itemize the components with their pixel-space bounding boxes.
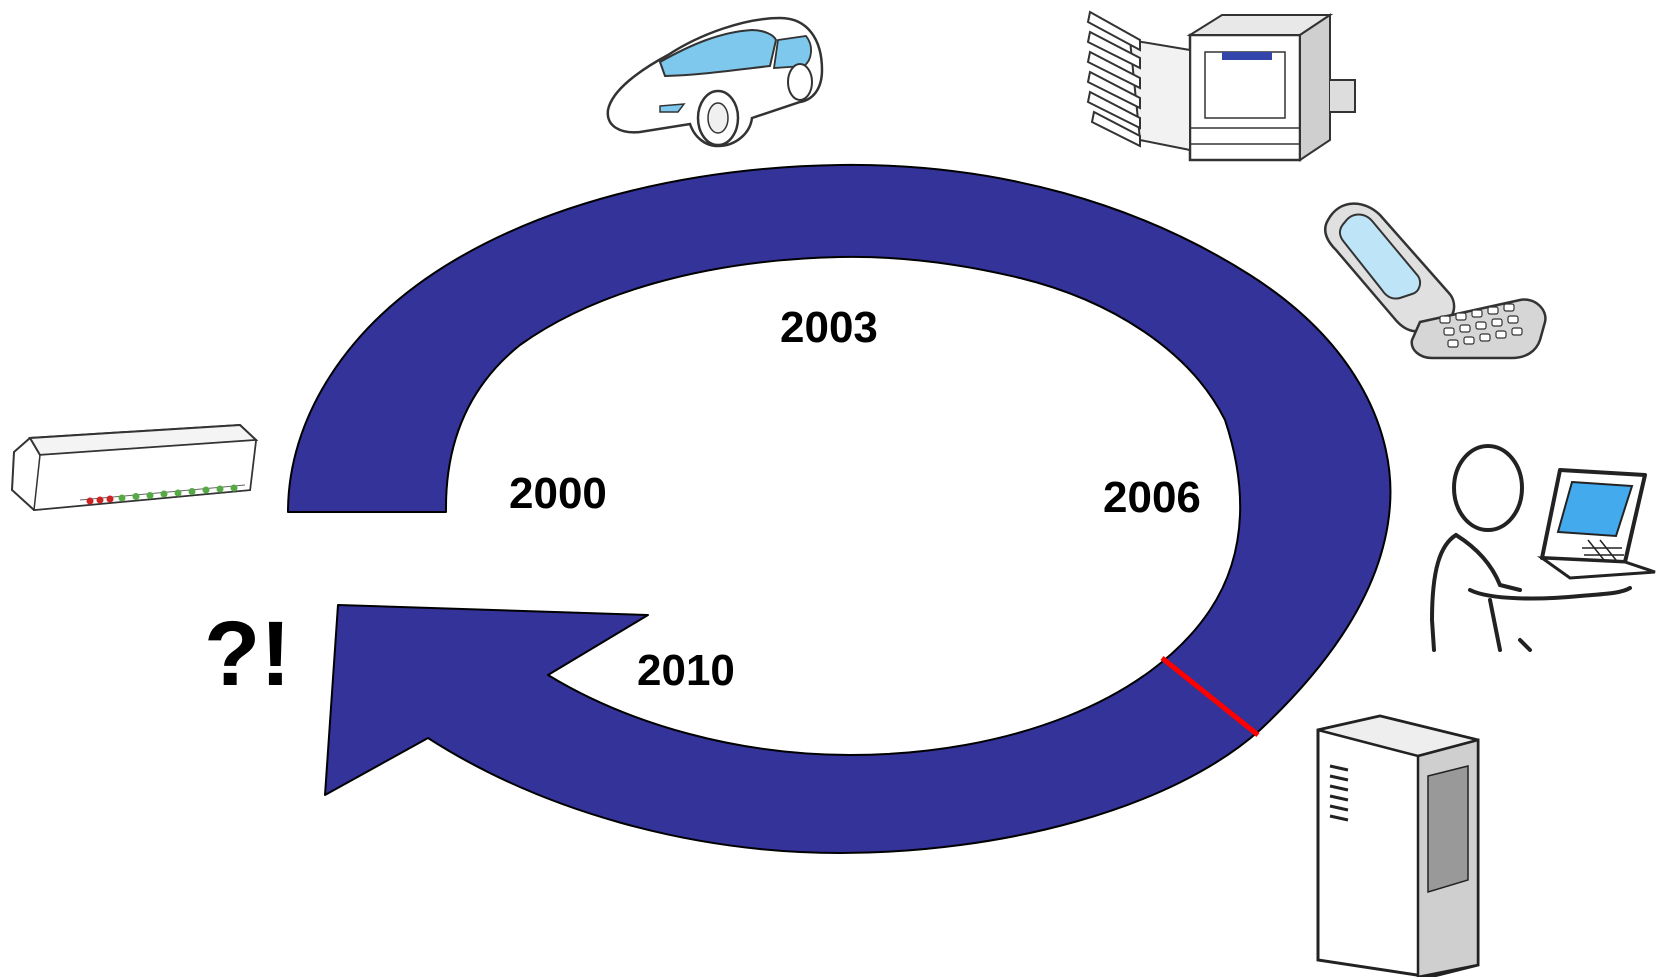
year-label-2003: 2003 — [780, 303, 878, 352]
year-label-2006: 2006 — [1103, 473, 1201, 522]
server-tower-icon — [1316, 714, 1480, 977]
router-icon — [10, 423, 259, 512]
surprise-mark: ?! — [204, 603, 291, 705]
marker-line — [1160, 656, 1260, 737]
flip-phone-icon — [1324, 202, 1547, 360]
person-laptop-icon — [1429, 444, 1656, 652]
copier-icon — [1086, 10, 1356, 162]
car-icon — [606, 16, 824, 148]
cycle-arrow — [287, 163, 1392, 854]
year-label-2000: 2000 — [509, 469, 607, 518]
year-label-2010: 2010 — [637, 646, 735, 695]
